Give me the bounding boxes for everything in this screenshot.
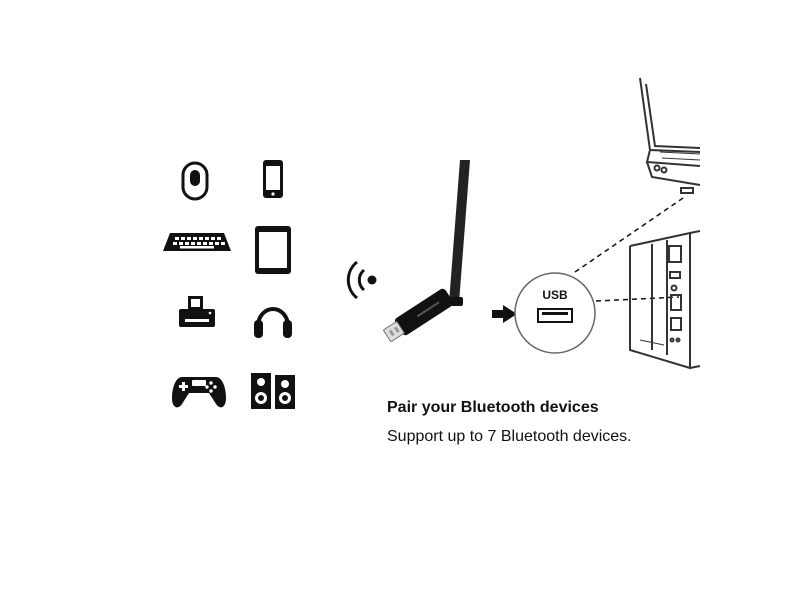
arrow-right-icon [492, 305, 517, 323]
bluetooth-adapter [383, 160, 470, 342]
keyboard-icon [163, 233, 231, 251]
wireless-signal-icon [346, 260, 377, 300]
printer-icon [179, 296, 215, 327]
subline: Support up to 7 Bluetooth devices. [387, 428, 632, 445]
usb-port-zoom [514, 272, 596, 354]
connector-lines [574, 195, 687, 302]
headline: Pair your Bluetooth devices [387, 399, 599, 416]
tablet-icon [255, 226, 291, 274]
usb-label: USB [542, 288, 568, 302]
headphones-icon [254, 307, 292, 338]
desktop-tower-icon [629, 230, 701, 370]
smartphone-icon [263, 160, 283, 198]
mouse-icon [181, 161, 209, 201]
laptop-icon [639, 77, 701, 194]
gamepad-icon [172, 377, 226, 408]
speakers-icon [251, 373, 295, 409]
